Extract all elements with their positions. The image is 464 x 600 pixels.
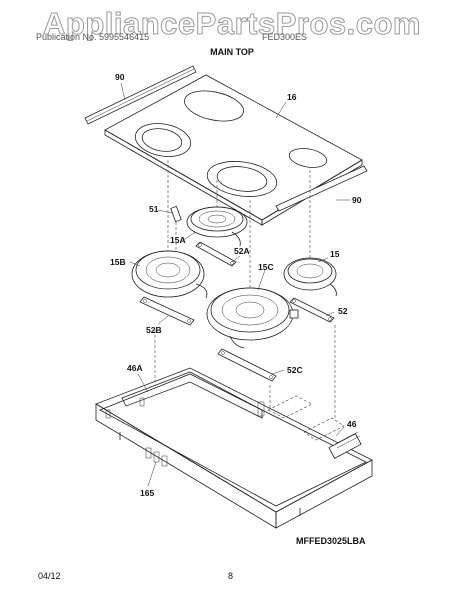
trim-strip-right[interactable] — [275, 165, 368, 212]
diagram-model-code: MFFED3025LBA — [296, 536, 366, 546]
bracket-52a[interactable] — [195, 241, 237, 267]
footer-date: 04/12 — [38, 571, 61, 581]
callout-52c: 52C — [287, 365, 303, 375]
callout-165: 165 — [140, 488, 154, 498]
callout-15: 15 — [330, 249, 340, 259]
publication-number: Publication No. 5995546415 — [36, 32, 150, 42]
main-top-frame[interactable] — [95, 367, 373, 529]
callout-51: 51 — [149, 204, 159, 214]
callout-15a: 15A — [170, 235, 186, 245]
trim-strip-upper[interactable] — [84, 65, 197, 125]
watermark-logo: AppliancePartsPros.com — [43, 6, 421, 42]
bracket-52b[interactable] — [139, 296, 195, 326]
element-15c[interactable] — [206, 287, 299, 349]
callout-15b: 15B — [110, 257, 126, 267]
element-15a[interactable] — [186, 206, 248, 247]
callout-46: 46 — [347, 419, 357, 429]
callout-16: 16 — [287, 92, 297, 102]
callout-52b: 52B — [146, 325, 162, 335]
bracket-52[interactable] — [289, 297, 335, 323]
callout-15c: 15C — [258, 262, 274, 272]
callout-90-upper: 90 — [115, 72, 125, 82]
element-15b[interactable] — [131, 250, 208, 299]
leader-lines — [120, 82, 350, 487]
model-number-header: FED300ES — [262, 32, 308, 42]
footer-page-number: 8 — [228, 571, 234, 581]
callout-46a: 46A — [127, 363, 143, 373]
callout-52: 52 — [338, 306, 348, 316]
glass-cooktop[interactable] — [104, 74, 363, 226]
callout-52a: 52A — [234, 246, 250, 256]
section-title: MAIN TOP — [210, 47, 254, 57]
bracket-52c[interactable] — [217, 348, 277, 382]
element-15[interactable] — [283, 257, 337, 297]
limiter-switch[interactable] — [170, 205, 182, 250]
callout-90-right: 90 — [352, 195, 362, 205]
